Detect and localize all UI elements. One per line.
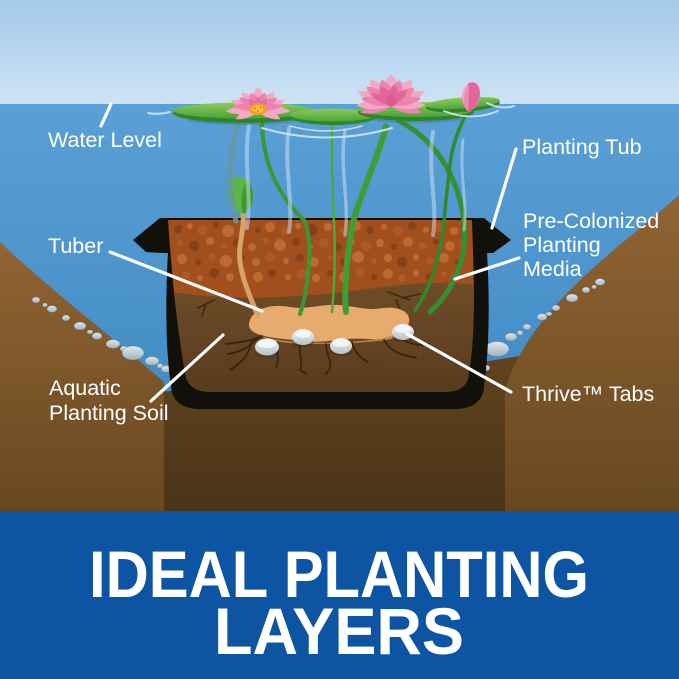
leader-planting-media [453, 256, 521, 281]
label-soil-line2: Planting Soil [49, 401, 169, 425]
bank-right [505, 195, 679, 511]
leader-aquatic-soil [149, 333, 225, 403]
title-banner [0, 511, 679, 679]
label-planting-tub: Planting Tub [522, 135, 642, 159]
label-media-line2: Planting [523, 233, 601, 257]
tuber [248, 304, 410, 342]
tub-interior [168, 220, 474, 392]
label-media-line3: Media [523, 257, 582, 281]
water-lily-bud [461, 82, 481, 112]
label-media-line1: Pre-Colonized [523, 209, 659, 233]
banner-title-line1: IDEAL PLANTING [89, 537, 589, 611]
label-thrive-tabs: Thrive™ Tabs [522, 382, 654, 406]
label-tuber: Tuber [48, 234, 103, 258]
light-rays [244, 124, 467, 237]
leader-lines [99, 102, 521, 403]
lily-stems [227, 108, 470, 316]
soil-cracks [197, 291, 421, 317]
leader-planting-tub [490, 147, 518, 230]
leader-thrive-tabs [405, 332, 513, 394]
label-water-level: Water Level [48, 128, 162, 152]
tuber-roots [225, 335, 429, 375]
leader-water-level [99, 102, 113, 128]
leader-tuber [108, 250, 264, 313]
water-lily-flower-left [225, 87, 291, 122]
sky [0, 0, 679, 106]
surface-ripples [261, 110, 499, 139]
water-lily-flower-right [354, 74, 428, 117]
bank-left [0, 242, 164, 511]
banner-title-line2: LAYERS [214, 594, 464, 668]
label-soil-line1: Aquatic [49, 376, 121, 400]
